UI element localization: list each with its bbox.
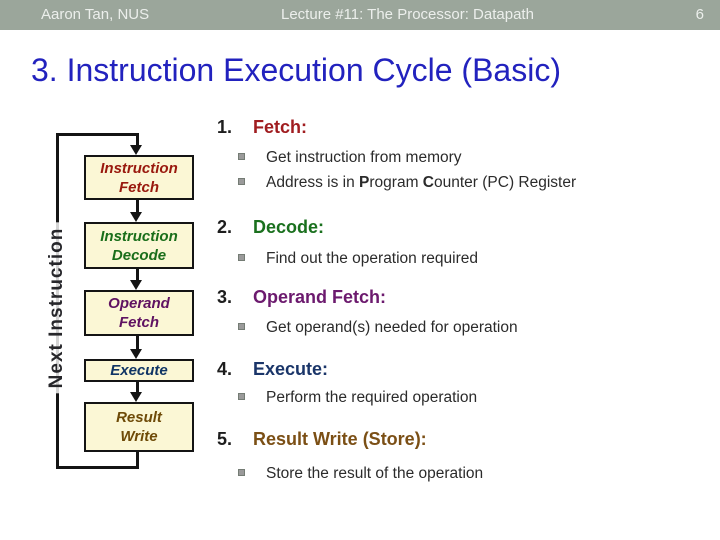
arrow-down-icon xyxy=(130,349,142,359)
bullet-text: Address is in Program Counter (PC) Regis… xyxy=(266,173,576,192)
arrow-down-icon xyxy=(130,392,142,402)
bullet-text-segment: rogram xyxy=(369,174,423,191)
bullet-square-icon xyxy=(238,323,245,330)
bullet-text-segment-bold: P xyxy=(359,174,370,191)
flow-box-label: Instruction xyxy=(100,227,178,245)
flow-box-label: Write xyxy=(120,428,158,445)
section-heading-decode: 2. Decode: xyxy=(217,216,324,238)
section-number: 3. xyxy=(217,287,233,307)
section-title: Result Write (Store): xyxy=(253,429,427,449)
bullet-text: Find out the operation required xyxy=(266,250,478,267)
bullet-item: Store the result of the operation xyxy=(238,464,483,483)
bullet-item: Address is in Program Counter (PC) Regis… xyxy=(238,173,576,192)
flow-box-execute: Execute xyxy=(84,359,194,382)
section-heading-execute: 4. Execute: xyxy=(217,358,328,380)
arrow-line-2 xyxy=(136,269,139,281)
bullet-text: Store the result of the operation xyxy=(266,465,484,482)
section-title: Decode: xyxy=(253,217,325,237)
arrow-down-icon xyxy=(130,145,142,155)
bullet-text-segment: ounter (PC) Register xyxy=(434,174,577,191)
bullet-item: Get operand(s) needed for operation xyxy=(238,318,518,337)
arrow-line-3 xyxy=(136,336,139,350)
flow-box-label: Decode xyxy=(111,246,167,264)
bullet-text-segment-bold: C xyxy=(422,174,434,191)
section-title: Fetch: xyxy=(253,117,307,137)
next-instruction-label: Next Instruction xyxy=(46,222,68,394)
flow-box-operand-fetch: Operand Fetch xyxy=(84,290,194,336)
arrow-line-4 xyxy=(136,382,139,393)
arrow-line-1 xyxy=(136,200,139,213)
bullet-item: Find out the operation required xyxy=(238,249,478,268)
bullet-item: Get instruction from memory xyxy=(238,148,462,167)
section-heading-operand-fetch: 3. Operand Fetch: xyxy=(217,286,386,308)
flow-box-result-write: Result Write xyxy=(84,402,194,452)
arrow-down-icon xyxy=(130,280,142,290)
section-heading-result-write: 5. Result Write (Store): xyxy=(217,428,427,450)
bullet-square-icon xyxy=(238,178,245,185)
arrow-line-entry xyxy=(136,133,139,146)
flow-box-label: Result xyxy=(116,409,162,426)
section-number: 5. xyxy=(217,429,233,449)
bullet-text: Get operand(s) needed for operation xyxy=(266,319,518,336)
bullet-square-icon xyxy=(238,153,245,160)
loop-line-bottom xyxy=(56,466,139,469)
loop-line-top xyxy=(56,133,139,136)
flow-box-label: Execute xyxy=(110,362,168,379)
flow-box-label: Fetch xyxy=(118,178,159,196)
flow-box-label: Instruction xyxy=(100,159,178,177)
section-number: 4. xyxy=(217,359,233,379)
section-number: 2. xyxy=(217,217,233,237)
bullet-item: Perform the required operation xyxy=(238,388,477,407)
bullet-text: Perform the required operation xyxy=(266,389,478,406)
section-heading-fetch: 1. Fetch: xyxy=(217,116,307,138)
arrow-down-icon xyxy=(130,212,142,222)
header-page-number: 6 xyxy=(695,6,704,23)
section-title: Execute: xyxy=(253,359,329,379)
bullet-text-segment: Address is in xyxy=(266,174,360,191)
bullet-square-icon xyxy=(238,254,245,261)
flow-box-instruction-fetch: Instruction Fetch xyxy=(84,155,194,200)
bullet-square-icon xyxy=(238,469,245,476)
section-title: Operand Fetch: xyxy=(253,287,387,307)
section-number: 1. xyxy=(217,117,233,137)
bullet-text: Get instruction from memory xyxy=(266,149,462,166)
flow-box-label: Fetch xyxy=(118,314,159,331)
header-bar: Aaron Tan, NUS Lecture #11: The Processo… xyxy=(0,0,720,30)
header-author: Aaron Tan, NUS xyxy=(41,6,150,23)
loop-line-bottom-stub xyxy=(136,452,139,469)
header-lecture-title: Lecture #11: The Processor: Datapath xyxy=(281,6,534,23)
bullet-square-icon xyxy=(238,393,245,400)
flow-box-label: Operand xyxy=(108,295,170,312)
slide-title: 3. Instruction Execution Cycle (Basic) xyxy=(31,52,561,88)
flow-box-instruction-decode: Instruction Decode xyxy=(84,222,194,269)
